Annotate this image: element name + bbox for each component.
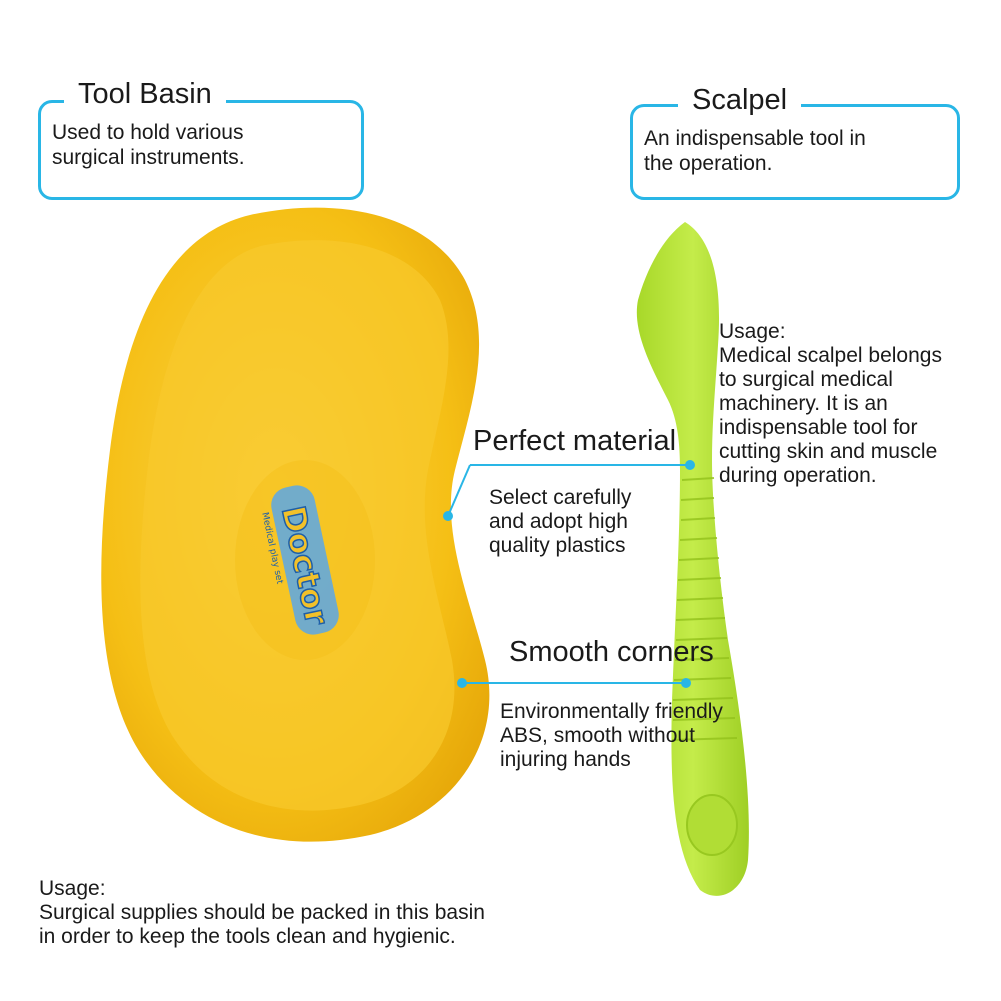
perfect-material-heading: Perfect material (473, 425, 677, 457)
smooth-corners-description: Environmentally friendly ABS, smooth wit… (500, 700, 723, 771)
tool-basin-description: Used to hold various surgical instrument… (52, 121, 245, 169)
perfect-material-connector (443, 460, 695, 521)
scalpel-image (636, 222, 749, 896)
scalpel-usage: Usage: Medical scalpel belongs to surgic… (719, 320, 942, 487)
smooth-corners-connector (457, 678, 691, 688)
perfect-material-description: Select carefully and adopt high quality … (489, 486, 632, 557)
tool-basin-title: Tool Basin (64, 80, 226, 109)
basin-usage: Usage: Surgical supplies should be packe… (39, 877, 485, 948)
scalpel-usage-label: Usage: (719, 320, 786, 343)
basin-usage-label: Usage: (39, 877, 106, 900)
smooth-corners-heading: Smooth corners (509, 636, 714, 668)
scalpel-description: An indispensable tool in the operation. (644, 127, 866, 175)
scalpel-title: Scalpel (678, 86, 802, 115)
